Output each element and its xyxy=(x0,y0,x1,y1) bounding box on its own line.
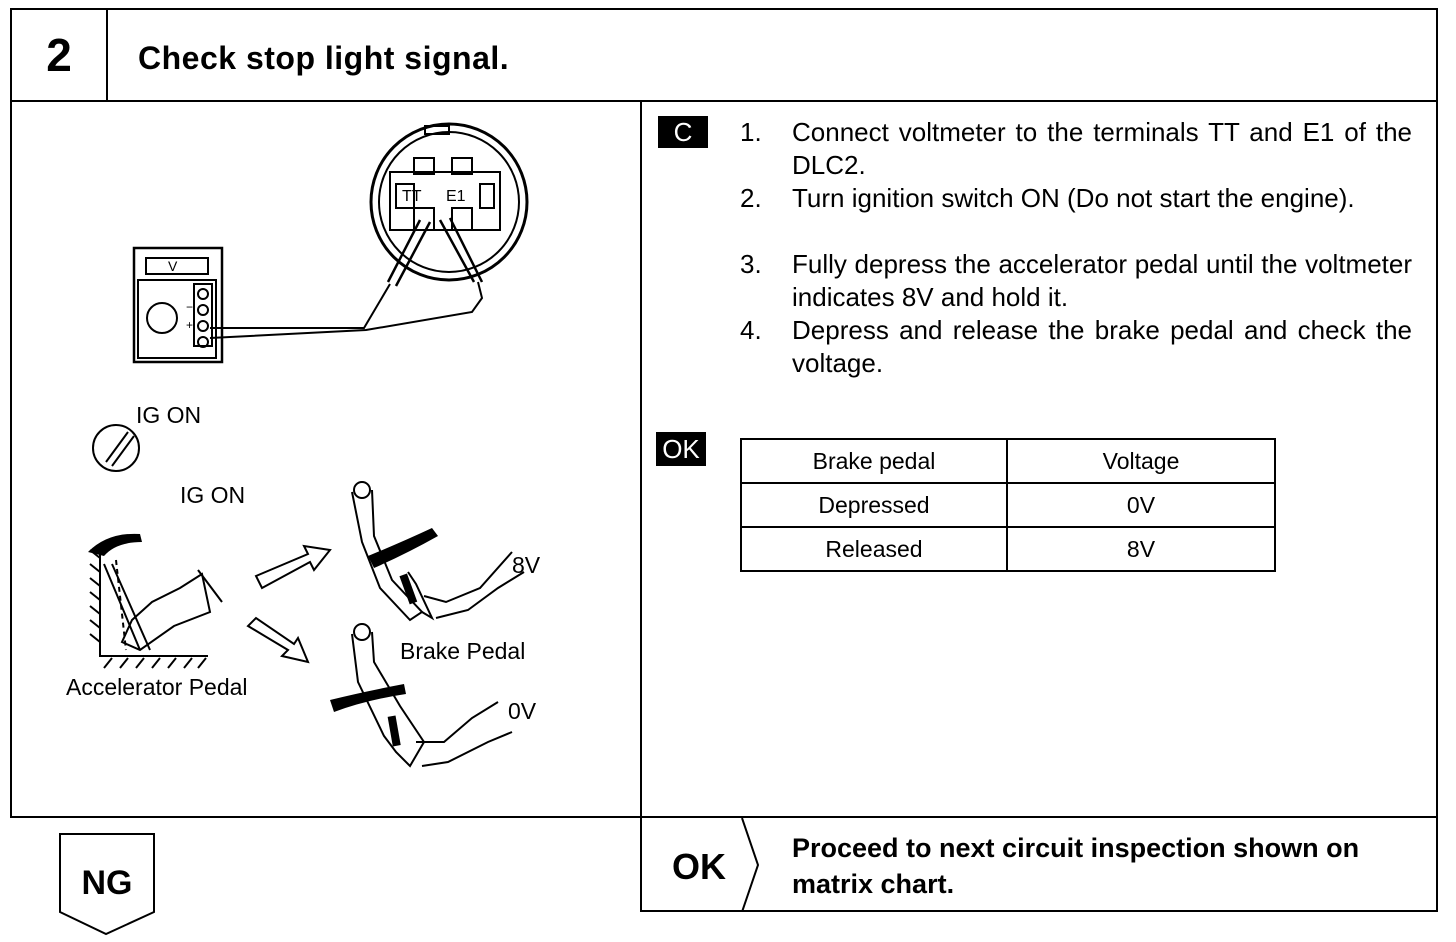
voltmeter xyxy=(132,246,224,364)
table-header-row: Brake pedal Voltage xyxy=(740,438,1276,484)
table-header: Voltage xyxy=(1006,438,1276,484)
minus-terminal-label: − xyxy=(186,300,194,314)
ig-on-label-key: IG ON xyxy=(136,402,202,428)
step-number: 2 xyxy=(12,10,108,100)
accelerator-pedal-label: Accelerator Pedal xyxy=(66,674,248,700)
instruction-step: 3. Fully depress the accelerator pedal u… xyxy=(740,248,1415,314)
instruction-step: 1. Connect voltmeter to the terminals TT… xyxy=(740,116,1415,182)
terminal-e1-label: E1 xyxy=(446,188,466,205)
table-row: Released 8V xyxy=(740,526,1276,572)
curved-arrow-icon xyxy=(88,533,142,556)
step-text: Fully depress the accelerator pedal unti… xyxy=(792,249,1412,312)
ig-on-label-pedal: IG ON xyxy=(180,482,246,508)
wiring-illustration xyxy=(88,122,529,768)
instruction-step: 4. Depress and release the brake pedal a… xyxy=(740,314,1415,380)
condition-tag: C xyxy=(658,116,708,148)
step-index: 2. xyxy=(740,183,762,213)
column-divider xyxy=(640,100,642,912)
step-index: 3. xyxy=(740,249,762,279)
table-header: Brake pedal xyxy=(740,438,1008,484)
voltage-8v-label: 8V xyxy=(512,552,541,578)
plus-terminal-label: + xyxy=(186,318,194,332)
step-index: 4. xyxy=(740,315,762,345)
step-text: Connect voltmeter to the terminals TT an… xyxy=(792,117,1412,180)
ng-result-badge xyxy=(59,833,155,936)
step-header: 2 Check stop light signal. xyxy=(10,8,1438,102)
voltage-table: Brake pedal Voltage Depressed 0V Release… xyxy=(740,438,1276,572)
ok-result-label: OK xyxy=(672,846,726,887)
table-cell: Released xyxy=(740,526,1008,572)
ok-result-text: Proceed to next circuit inspection shown… xyxy=(792,833,1360,899)
step-text: Turn ignition switch ON (Do not start th… xyxy=(792,183,1355,213)
step-text: Depress and release the brake pedal and … xyxy=(792,315,1412,378)
table-cell: 0V xyxy=(1006,482,1276,528)
content-box xyxy=(10,100,1438,818)
ok-tag: OK xyxy=(656,432,706,466)
ok-result-box xyxy=(642,818,1438,912)
terminal-tt-label: TT xyxy=(402,188,422,205)
instruction-step: 2. Turn ignition switch ON (Do not start… xyxy=(740,182,1415,248)
dlc2-connector xyxy=(369,122,529,282)
meter-label: V xyxy=(168,258,178,274)
ignition-key-icon xyxy=(92,424,140,472)
voltage-0v-label: 0V xyxy=(508,698,537,724)
table-cell: 8V xyxy=(1006,526,1276,572)
table-cell: Depressed xyxy=(740,482,1008,528)
step-index: 1. xyxy=(740,117,762,147)
step-title: Check stop light signal. xyxy=(138,40,510,76)
brake-pedal-label: Brake Pedal xyxy=(400,638,526,664)
ng-result-label: NG xyxy=(81,864,133,902)
table-row: Depressed 0V xyxy=(740,482,1276,528)
chevron-right-icon xyxy=(741,818,760,912)
